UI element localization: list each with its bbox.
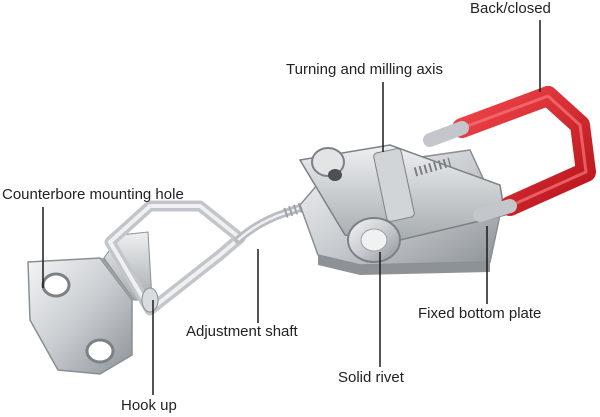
adjustment-shaft — [234, 175, 387, 244]
label-adjustment-shaft: Adjustment shaft — [186, 323, 298, 340]
hook-plate — [27, 231, 153, 375]
red-handle — [423, 86, 596, 222]
label-solid-rivet: Solid rivet — [338, 369, 404, 386]
turning-axis-pin — [311, 147, 345, 177]
lever-body — [298, 144, 506, 241]
label-back-closed: Back/closed — [470, 0, 551, 17]
label-fixed-bottom-plate: Fixed bottom plate — [418, 305, 542, 322]
solid-rivet — [347, 217, 401, 263]
counterbore-hole-top — [41, 272, 71, 298]
leader-lines — [42, 20, 541, 395]
counterbore-hole-bottom — [85, 338, 115, 364]
label-turning-axis: Turning and milling axis — [286, 61, 444, 78]
label-counterbore-hole: Counterbore mounting hole — [2, 186, 184, 203]
label-hook-up: Hook up — [121, 397, 177, 414]
